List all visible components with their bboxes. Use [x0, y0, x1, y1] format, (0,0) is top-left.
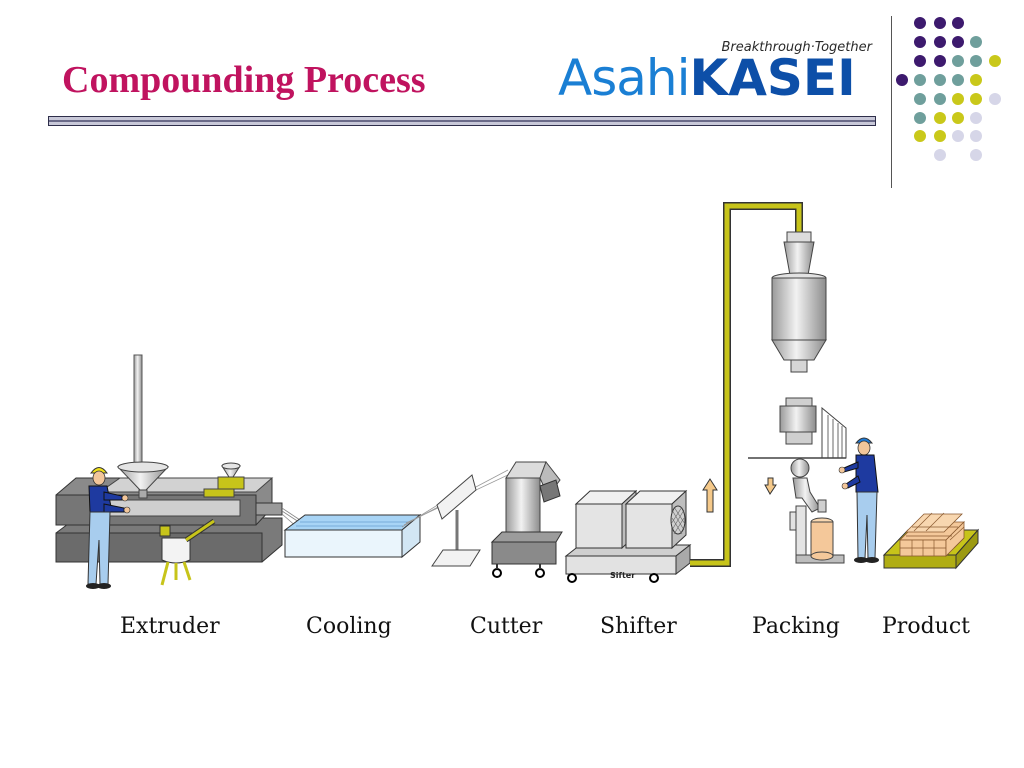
- stage-label-extruder: Extruder: [120, 614, 220, 639]
- sifter-machine-label: Sifter: [610, 571, 635, 580]
- packing-worker-figure: [838, 437, 879, 563]
- stage-label-cutter: Cutter: [470, 614, 543, 639]
- title-divider: [48, 116, 876, 126]
- dot-grid: [896, 17, 1001, 161]
- stage-label-cooling: Cooling: [306, 614, 392, 639]
- conveying-pipe: [690, 202, 803, 567]
- stage-label-packing: Packing: [752, 614, 840, 639]
- asahi-kasei-logo: Breakthrough·Together AsahiKASEI: [556, 40, 874, 106]
- slide-title: Compounding Process: [62, 59, 426, 101]
- cutter-machine: [431, 460, 563, 578]
- up-arrow-icon: [702, 478, 718, 513]
- bagging-spout: [789, 458, 827, 531]
- corner-vertical-line: [891, 16, 892, 188]
- weighing-unit: [748, 397, 847, 459]
- stage-label-product: Product: [882, 614, 970, 639]
- logo-brand: AsahiKASEI: [558, 50, 856, 106]
- logo-brand-asahi: Asahi: [558, 49, 690, 107]
- stage-label-shifter: Shifter: [600, 614, 677, 639]
- sifter-machine: [564, 489, 692, 583]
- down-arrow-icon: [764, 477, 777, 495]
- decorative-dot-grid: [896, 17, 1001, 161]
- packing-scale: [795, 505, 845, 564]
- product-pallet: [882, 512, 980, 570]
- cooling-bath: [283, 513, 422, 559]
- logo-brand-kasei: KASEI: [689, 49, 856, 107]
- extruder-worker-figure: [86, 467, 131, 589]
- packing-silo: [771, 231, 827, 373]
- logo-tagline: Breakthrough·Together: [721, 40, 872, 55]
